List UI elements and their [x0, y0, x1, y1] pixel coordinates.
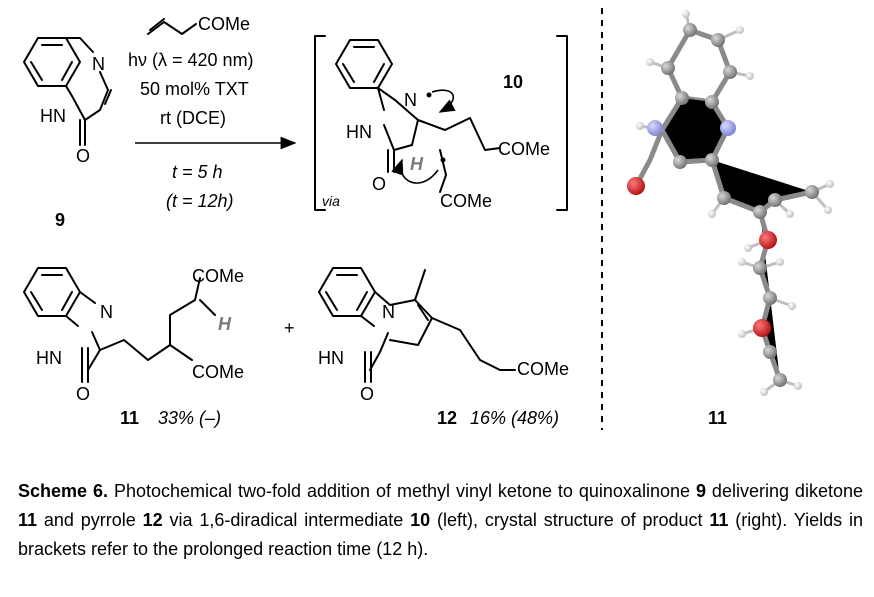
reaction-scheme: N HN O 9 COMe hν (λ = 420 nm) 50 mol% TX…: [23, 8, 834, 430]
product-11-n-atom: N: [100, 302, 113, 322]
caption-text-4: via 1,6-diradical: [162, 510, 305, 530]
product-11-yield: 33% (–): [158, 408, 221, 428]
reagent-alkene-group: COMe: [198, 14, 250, 34]
compound-9-structure: N HN O: [23, 37, 112, 166]
product-12-nh-atom: HN: [318, 348, 344, 368]
compound-9-n-atom: N: [92, 54, 105, 74]
intermediate-nh-atom: HN: [346, 122, 372, 142]
reaction-time-long: (t = 12h): [166, 191, 234, 211]
compound-9-o-atom: O: [76, 146, 90, 166]
caption-text-intermediate: intermediate: [304, 510, 411, 530]
intermediate-n-atom: N: [404, 90, 417, 110]
reagent-catalyst: 50 mol% TXT: [140, 79, 249, 99]
caption-text-6: (right). Yields in brackets refer to the…: [18, 510, 863, 559]
caption-scheme-label: Scheme 6.: [18, 481, 109, 501]
compound-9-nh-atom: HN: [40, 106, 66, 126]
compound-9-label: 9: [55, 210, 65, 230]
product-11-h-atom: H: [218, 314, 232, 334]
caption-text-5: (left), crystal structure of product: [430, 510, 710, 530]
scheme-caption: Scheme 6. Photochemical two-fold additio…: [18, 477, 863, 564]
product-12-label: 12: [437, 408, 457, 428]
intermediate-h-atom: H: [410, 154, 424, 174]
product-12-come: COMe: [517, 359, 569, 379]
product-11-nh-atom: HN: [36, 348, 62, 368]
product-11-come-1: COMe: [192, 266, 244, 286]
intermediate-come-1: COMe: [498, 139, 550, 159]
caption-ref-11: 11: [18, 510, 38, 530]
caption-ref-10: 10: [410, 510, 431, 530]
caption-ref-11-b: 11: [709, 510, 729, 530]
via-label: via: [322, 193, 340, 209]
left-bracket: [314, 35, 326, 211]
crystal-structure-label: 11: [708, 408, 727, 428]
product-11-structure: N HN O COMe H COMe: [23, 266, 244, 404]
product-11-o-atom: O: [76, 384, 90, 404]
product-11-label: 11: [120, 408, 139, 428]
caption-ref-12: 12: [142, 510, 163, 530]
caption-text-2: delivering diketone: [705, 481, 863, 501]
reagent-conditions: rt (DCE): [160, 108, 226, 128]
plus-sign: +: [284, 318, 295, 338]
caption-text-1: Photochemical two-fold addition of methy…: [108, 481, 696, 501]
product-12-o-atom: O: [360, 384, 374, 404]
intermediate-o-atom: O: [372, 174, 386, 194]
caption-ref-9: 9: [695, 481, 706, 501]
caption-text-3: and pyrrole: [37, 510, 143, 530]
crystal-structure-model: [627, 10, 834, 396]
right-bracket: [556, 35, 568, 211]
product-12-yield: 16% (48%): [470, 408, 559, 428]
intermediate-come-2: COMe: [440, 191, 492, 211]
reaction-time-short: t = 5 h: [172, 162, 223, 182]
product-11-come-2: COMe: [192, 362, 244, 382]
product-12-n-atom: N: [382, 302, 395, 322]
intermediate-10-structure: N HN O H COMe COMe: [335, 39, 550, 211]
product-12-structure: N HN O COMe: [318, 267, 569, 404]
reagent-light: hν (λ = 420 nm): [128, 50, 254, 70]
intermediate-10-label: 10: [503, 72, 523, 92]
